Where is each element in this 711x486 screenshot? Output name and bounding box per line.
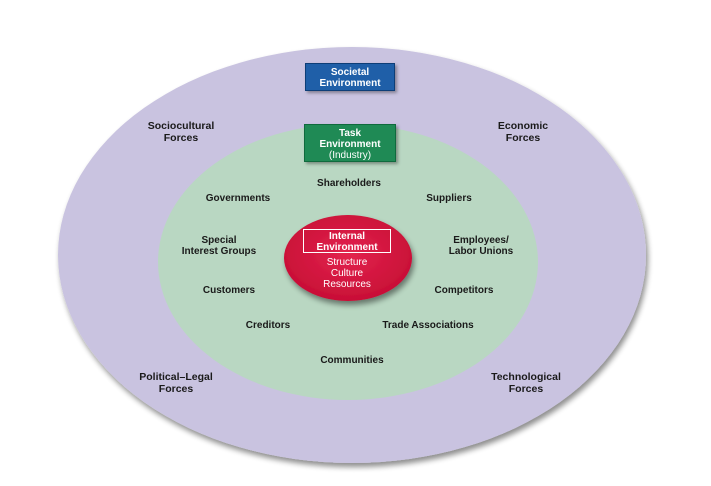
internal-item-culture: Culture: [330, 268, 364, 279]
sociocultural-line-1: Sociocultural: [147, 120, 215, 132]
special-interest-line-2: Interest Groups: [181, 246, 257, 257]
task-title-line-2: Environment: [319, 139, 381, 150]
economic-line-2: Forces: [505, 131, 541, 144]
competitors-label: Competitors: [434, 285, 494, 296]
societal-title-line-2: Environment: [319, 78, 381, 89]
internal-item-resources: Resources: [323, 279, 371, 290]
creditors-label: Creditors: [245, 320, 291, 331]
societal-title-line-1: Societal: [330, 67, 370, 78]
suppliers-label: Suppliers: [426, 193, 472, 204]
task-environment-label-box: Task Environment (Industry): [304, 124, 396, 162]
trade-associations-label: Trade Associations: [382, 320, 474, 331]
internal-environment-circle: [284, 215, 412, 301]
sociocultural-line-2: Forces: [163, 131, 199, 144]
internal-item-structure: Structure: [326, 257, 368, 268]
economic-line-1: Economic: [497, 120, 549, 132]
employees-line-2: Labor Unions: [448, 246, 514, 257]
political-legal-line-2: Forces: [158, 382, 194, 395]
internal-title-line-1: Internal: [328, 231, 366, 242]
political-legal-line-1: Political–Legal: [139, 371, 213, 383]
employees-line-1: Employees/: [453, 235, 509, 246]
technological-forces-label: Technological Forces: [491, 371, 561, 395]
societal-environment-label-box: Societal Environment: [305, 63, 395, 91]
governments-label: Governments: [205, 193, 271, 204]
internal-title-line-2: Environment: [316, 242, 378, 253]
technological-line-2: Forces: [508, 382, 544, 395]
communities-label: Communities: [320, 355, 384, 366]
internal-environment-items: Structure Culture Resources: [323, 257, 371, 290]
economic-forces-label: Economic Forces: [497, 120, 549, 144]
customers-label: Customers: [202, 285, 256, 296]
sociocultural-forces-label: Sociocultural Forces: [147, 120, 215, 144]
technological-line-1: Technological: [491, 371, 561, 383]
task-title-line-1: Task: [338, 128, 362, 139]
employees-labor-unions-label: Employees/ Labor Unions: [449, 235, 513, 257]
special-interest-line-1: Special: [201, 235, 237, 246]
special-interest-groups-label: Special Interest Groups: [182, 235, 256, 257]
internal-environment-label-box: Internal Environment: [303, 229, 391, 253]
political-legal-forces-label: Political–Legal Forces: [139, 371, 213, 395]
task-subtitle: (Industry): [328, 150, 372, 161]
shareholders-label: Shareholders: [317, 178, 381, 189]
